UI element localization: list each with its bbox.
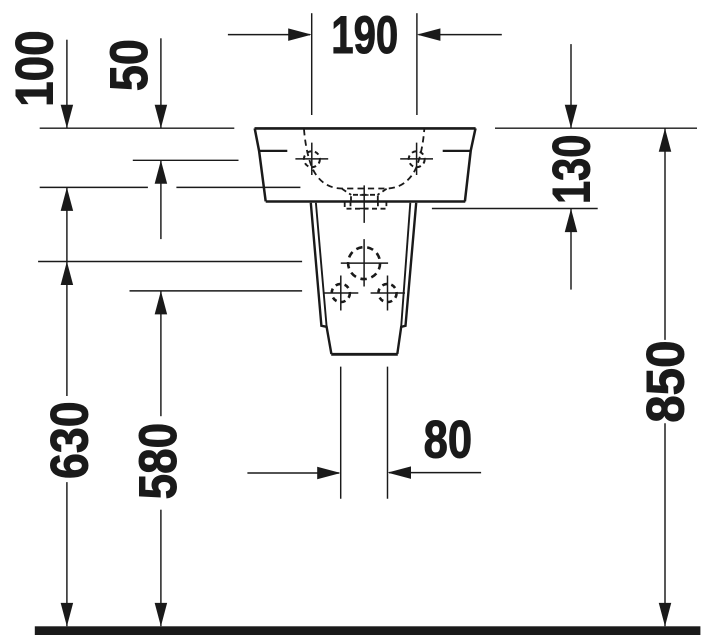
- svg-text:630: 630: [40, 401, 99, 479]
- svg-text:80: 80: [424, 411, 472, 470]
- svg-text:850: 850: [636, 340, 695, 422]
- svg-text:130: 130: [543, 135, 602, 204]
- svg-text:190: 190: [331, 5, 398, 65]
- svg-text:50: 50: [99, 39, 158, 91]
- svg-text:100: 100: [4, 30, 64, 107]
- svg-text:580: 580: [128, 423, 188, 499]
